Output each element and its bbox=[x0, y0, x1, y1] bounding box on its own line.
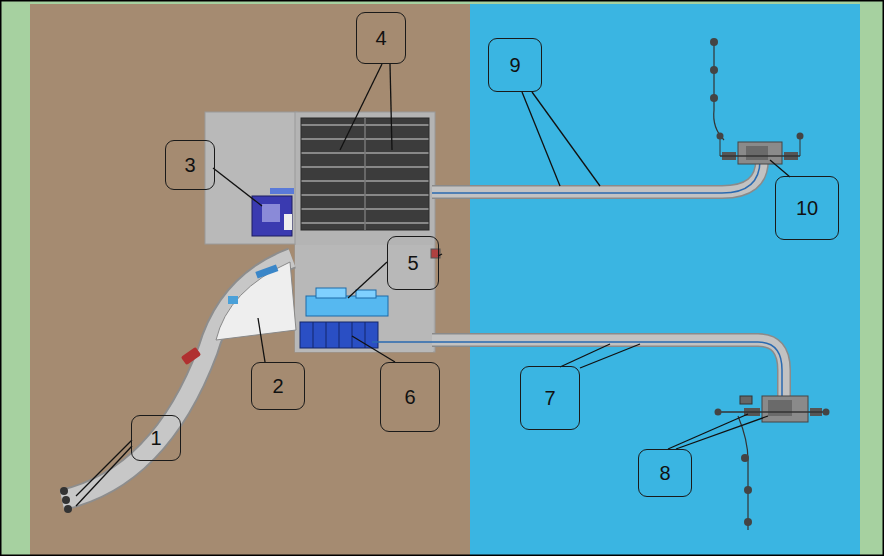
callout-box: 1 bbox=[131, 415, 181, 461]
callout-box: 3 bbox=[165, 140, 215, 190]
water-area bbox=[470, 4, 860, 556]
callout-number: 9 bbox=[509, 55, 520, 75]
callout-box: 5 bbox=[387, 236, 439, 290]
callout-box: 10 bbox=[775, 176, 839, 240]
callout-box: 4 bbox=[356, 12, 406, 64]
callout-number: 5 bbox=[407, 253, 418, 273]
callout-number: 6 bbox=[404, 387, 415, 407]
callout-number: 7 bbox=[544, 388, 555, 408]
upper-jetty-head bbox=[710, 38, 804, 164]
callout-number: 10 bbox=[796, 198, 818, 218]
process-unit bbox=[306, 249, 440, 316]
callout-number: 8 bbox=[659, 463, 670, 483]
land-area bbox=[30, 4, 470, 556]
lower-pier bbox=[372, 340, 784, 398]
callout-box: 7 bbox=[520, 366, 580, 430]
callout-number: 3 bbox=[184, 155, 195, 175]
upper-pier bbox=[432, 160, 762, 193]
callout-number: 1 bbox=[150, 428, 161, 448]
callout-box: 2 bbox=[251, 362, 305, 410]
parking-area bbox=[216, 262, 296, 340]
lower-jetty-head bbox=[715, 396, 830, 530]
callout-number: 4 bbox=[375, 28, 386, 48]
leader-lines bbox=[76, 64, 790, 506]
storage-yard bbox=[301, 118, 429, 230]
callout-number: 2 bbox=[272, 376, 283, 396]
callout-box: 8 bbox=[638, 449, 692, 497]
callout-box: 9 bbox=[488, 38, 542, 92]
office-building bbox=[252, 188, 294, 236]
callout-box: 6 bbox=[380, 362, 440, 432]
paved-pads bbox=[205, 112, 435, 352]
